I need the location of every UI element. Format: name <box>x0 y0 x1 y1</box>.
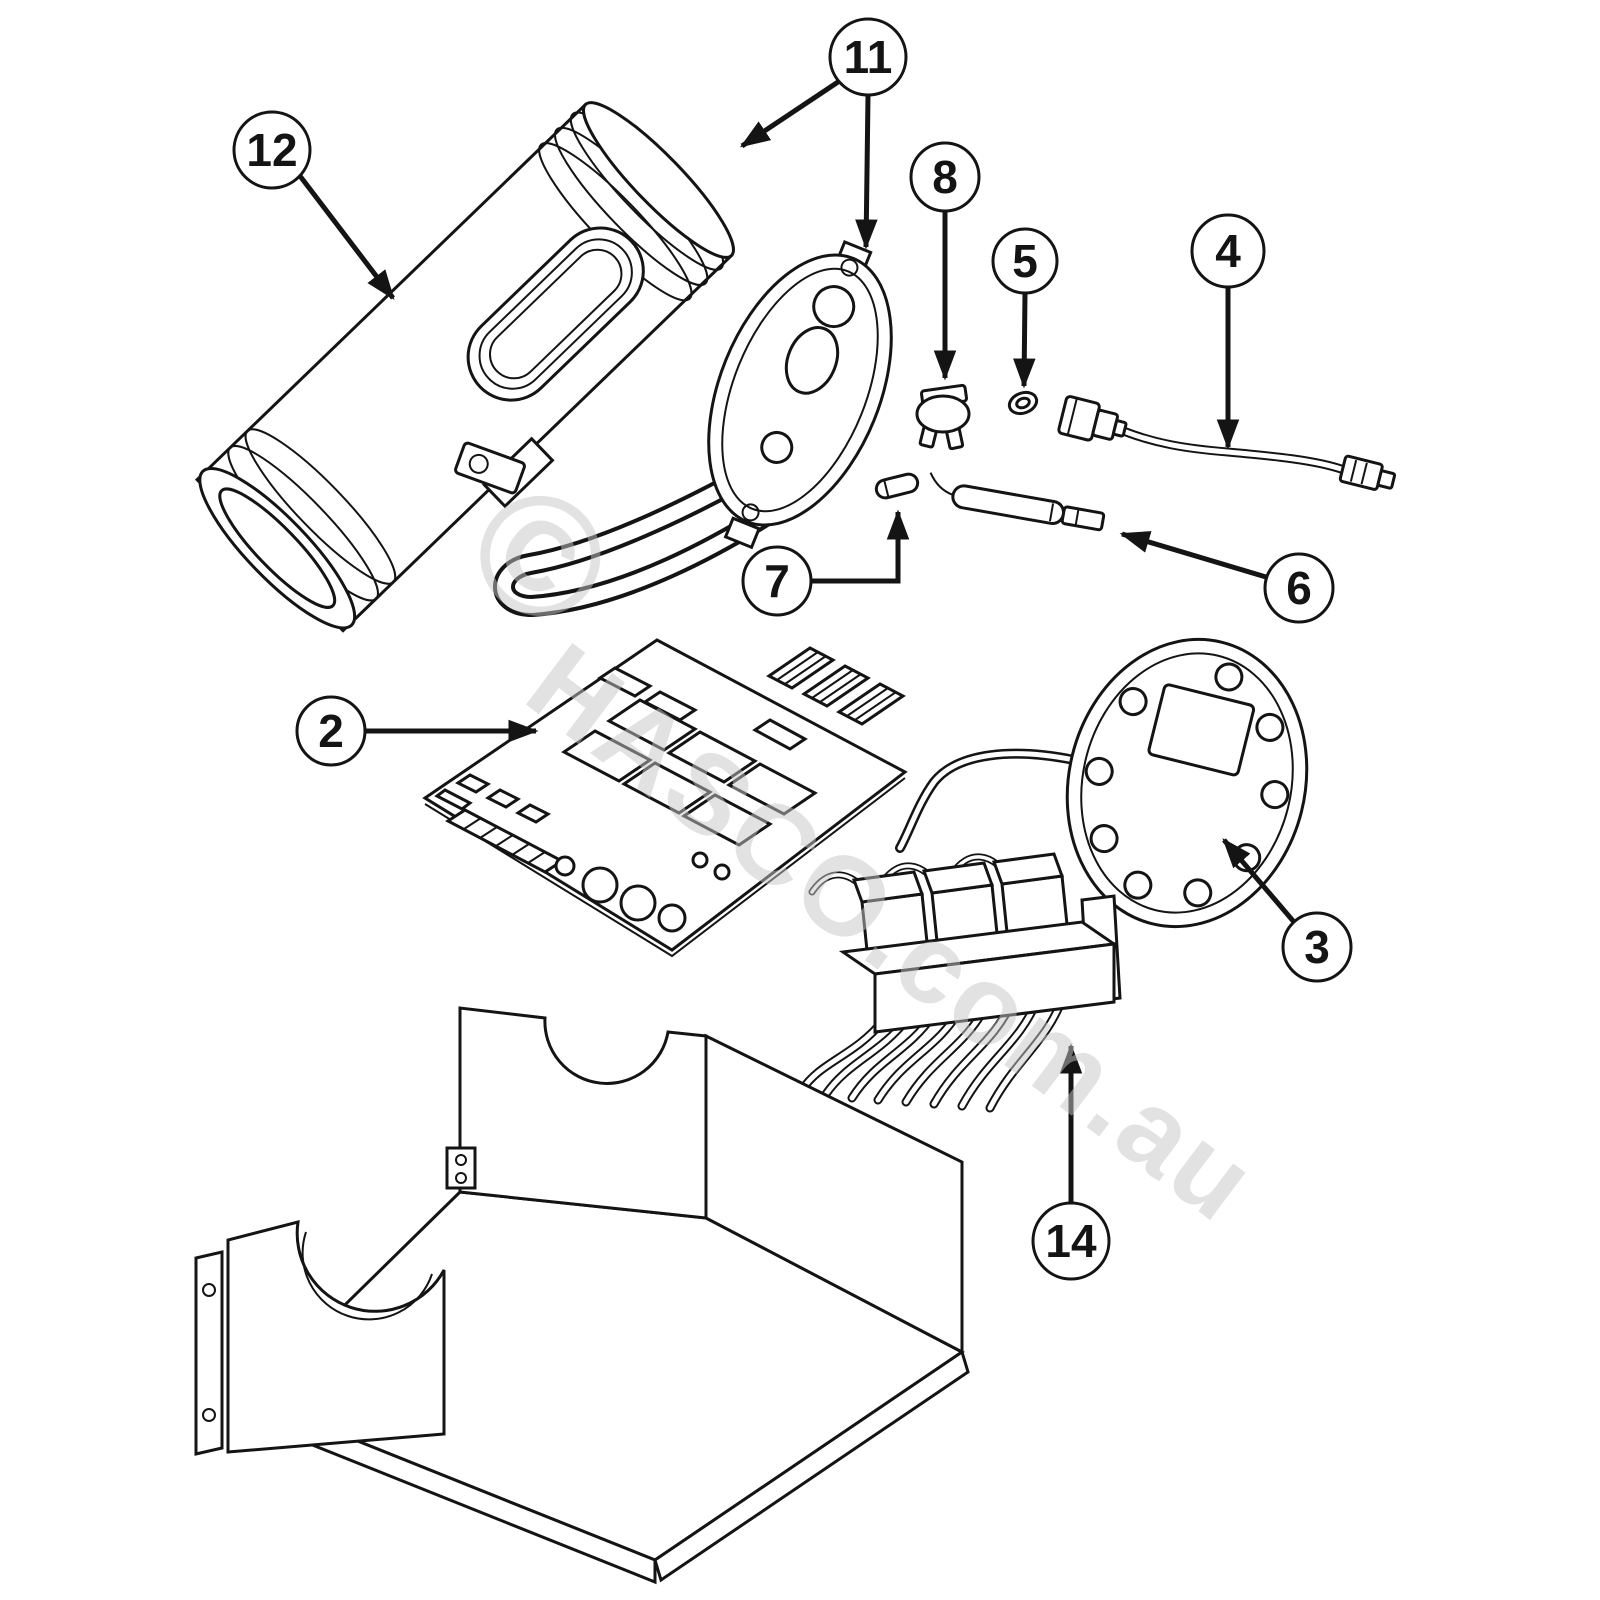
part-7-sleeve <box>874 472 920 500</box>
panel-display <box>1147 683 1256 777</box>
callouts: 12 11 8 5 4 7 6 <box>232 17 1353 1281</box>
callout-2: 2 <box>295 695 367 767</box>
part-8-thermal-cutoff <box>915 383 971 451</box>
part-6-temp-sensor <box>929 472 1106 532</box>
panel-button <box>1084 756 1114 786</box>
tube-threaded-end <box>582 101 735 259</box>
element-bracket <box>454 441 526 495</box>
callout-6: 6 <box>1263 552 1335 624</box>
callout-3-label: 3 <box>1304 921 1330 973</box>
callout-12: 12 <box>232 110 312 190</box>
panel-button <box>1214 662 1244 692</box>
callout-14-label: 14 <box>1045 1215 1097 1267</box>
callout-6-arrow <box>1119 531 1267 580</box>
callout-11-arrow-b <box>855 95 878 250</box>
callout-12-label: 12 <box>246 124 297 176</box>
part-4-pressure-switch <box>1057 395 1397 491</box>
callout-5-label: 5 <box>1012 235 1038 287</box>
enclosure-saddle <box>226 1219 446 1454</box>
panel-button <box>1183 878 1213 908</box>
panel-button <box>1123 870 1153 900</box>
enclosure-mount-strip <box>194 1250 224 1456</box>
enclosure-back-wall <box>458 1006 708 1220</box>
enclosure-right-wall <box>704 1033 964 1355</box>
callout-7-label: 7 <box>764 555 790 607</box>
callout-7-arrow <box>811 509 910 584</box>
callout-11-arrow-a <box>739 79 840 149</box>
callout-2-label: 2 <box>318 705 344 757</box>
enclosure-box <box>194 1006 970 1585</box>
callout-5: 5 <box>991 227 1059 295</box>
part-2-circuit-board <box>422 638 908 958</box>
callout-11-label: 11 <box>844 31 893 83</box>
panel-button <box>1255 712 1285 742</box>
callout-3-arrow <box>1222 838 1296 924</box>
capacitor <box>619 884 657 922</box>
capacitor <box>581 866 619 904</box>
terminal-bar-front <box>873 942 1116 1034</box>
callout-4: 4 <box>1190 213 1266 289</box>
part-11-element-assembly <box>454 240 893 617</box>
callout-4-label: 4 <box>1215 225 1241 277</box>
callout-7: 7 <box>741 545 813 617</box>
panel-button <box>1089 824 1119 854</box>
callout-8-label: 8 <box>932 151 958 203</box>
callout-8: 8 <box>909 141 981 213</box>
callout-5-arrow <box>1013 292 1036 389</box>
callout-14: 14 <box>1031 1201 1111 1281</box>
cable-connector <box>1338 454 1397 491</box>
part-5-washer <box>1007 390 1039 416</box>
callout-3: 3 <box>1281 911 1353 983</box>
panel-cable <box>895 748 1079 853</box>
part-14-terminal-block <box>797 852 1122 1113</box>
panel-button <box>1260 780 1290 810</box>
element-mount-plate <box>707 240 893 550</box>
callout-12-arrow <box>298 174 395 300</box>
pcb-components <box>434 646 906 933</box>
tube-slot <box>466 226 645 402</box>
callout-6-label: 6 <box>1286 562 1312 614</box>
panel-button <box>1118 687 1148 717</box>
callout-11: 11 <box>828 17 908 97</box>
